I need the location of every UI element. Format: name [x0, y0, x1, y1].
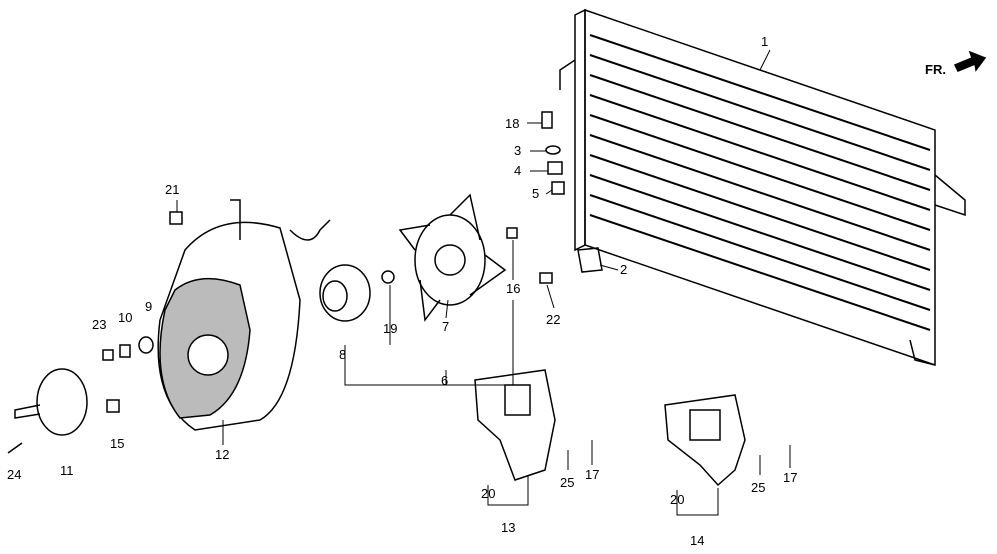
callout-16: 16	[506, 281, 521, 296]
callout-24: 24	[7, 467, 22, 482]
callout-17b: 17	[783, 470, 798, 485]
callout-17a: 17	[585, 467, 600, 482]
callout-2: 2	[620, 262, 628, 277]
motor-plate	[14, 368, 88, 436]
callout-25b: 25	[751, 480, 766, 495]
callout-20a: 20	[481, 486, 496, 501]
front-indicator-label: FR.	[925, 62, 946, 77]
callout-25a: 25	[560, 475, 575, 490]
callout-8: 8	[339, 347, 347, 362]
callout-3: 3	[514, 143, 522, 158]
callout-12: 12	[215, 447, 230, 462]
fan-motor	[319, 264, 371, 322]
leader-lines	[176, 49, 791, 516]
callout-21: 21	[165, 182, 180, 197]
bolts-washers	[7, 111, 603, 454]
callout-14: 14	[690, 533, 705, 548]
condenser	[559, 8, 966, 367]
callout-7: 7	[442, 319, 450, 334]
callout-15: 15	[110, 436, 125, 451]
callout-6: 6	[441, 373, 449, 388]
fan-shroud	[157, 199, 331, 431]
fan-blade	[398, 193, 507, 322]
bracket-14	[664, 394, 746, 487]
callout-5: 5	[532, 186, 540, 201]
bracket-13	[474, 369, 556, 481]
callout-20b: 20	[670, 492, 685, 507]
callout-19: 19	[383, 321, 398, 336]
callout-4: 4	[514, 163, 522, 178]
callout-22: 22	[546, 312, 561, 327]
callout-9: 9	[145, 299, 153, 314]
callout-13: 13	[501, 520, 516, 535]
callout-23: 23	[92, 317, 107, 332]
callout-10: 10	[118, 310, 133, 325]
callout-18: 18	[505, 116, 520, 131]
callout-1: 1	[761, 34, 769, 49]
front-arrow-icon	[953, 50, 987, 72]
callout-11: 11	[60, 463, 74, 478]
